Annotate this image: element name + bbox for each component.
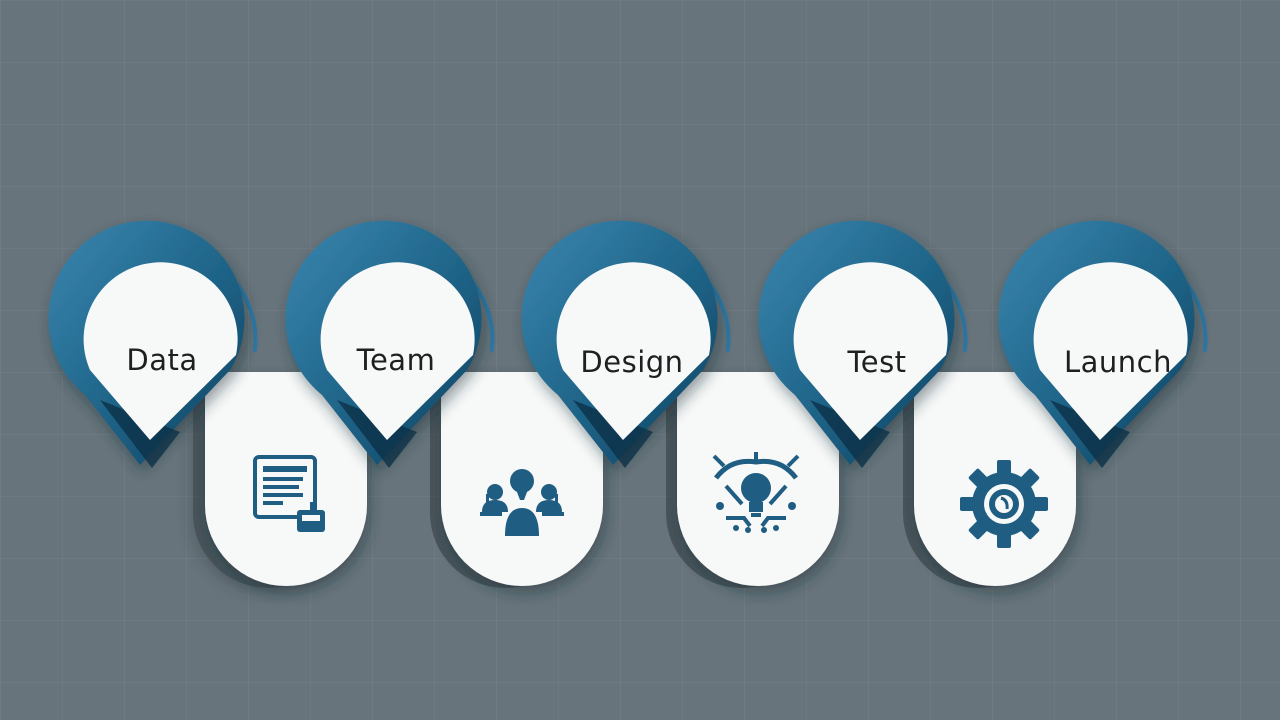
test-gear-icon	[960, 460, 1048, 548]
step-card-test	[758, 220, 968, 468]
team-group-icon	[480, 469, 564, 536]
data-document-icon	[253, 455, 325, 532]
step-card-launch	[998, 220, 1208, 468]
design-lightbulb-icon	[712, 452, 800, 533]
step-card-team	[285, 220, 495, 468]
step-card-data	[48, 220, 258, 468]
step-label-design: Design	[580, 345, 683, 379]
step-label-team: Team	[356, 343, 436, 377]
step-card-design	[521, 220, 731, 468]
step-label-launch: Launch	[1064, 345, 1172, 379]
step-labels: Data Team Design Test Launch	[126, 343, 1172, 379]
step-label-test: Test	[846, 345, 906, 379]
upper-cards	[48, 220, 1208, 468]
step-label-data: Data	[126, 343, 197, 377]
